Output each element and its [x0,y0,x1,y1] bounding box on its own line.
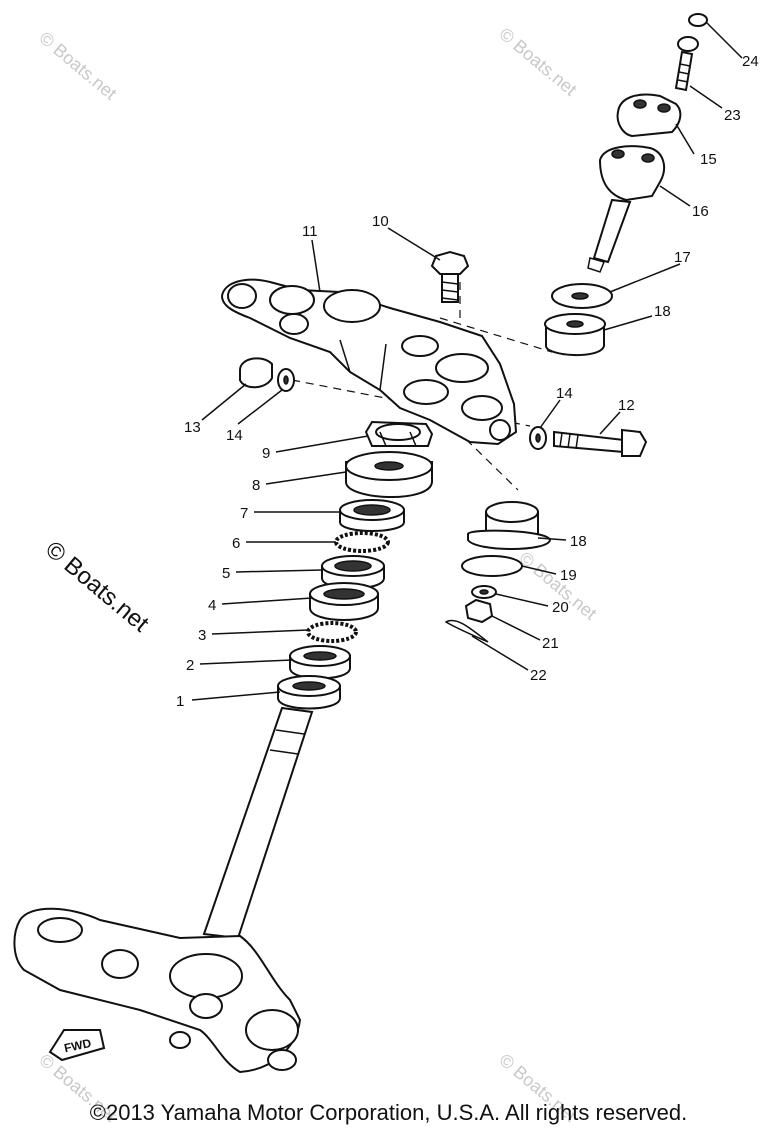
part-13-cap [239,357,273,389]
callout-23: 23 [724,107,741,124]
callout-22: 22 [530,667,547,684]
watermark-top-left: © Boats.net [35,28,120,104]
part-11-upper-bracket [220,278,518,446]
callout-18-lower: 18 [570,533,587,550]
callout-10: 10 [372,213,389,230]
part-14-washer-left [277,368,295,392]
callout-1: 1 [176,693,184,710]
callout-13: 13 [184,419,201,436]
part-22-cotter-pin [444,619,489,643]
part-6-balls [334,531,390,553]
callout-19: 19 [560,567,577,584]
copyright-notice: ©2013 Yamaha Motor Corporation, U.S.A. A… [89,1100,688,1125]
callout-9: 9 [262,445,270,462]
part-2-race [289,645,351,680]
callout-3: 3 [198,627,206,644]
leader-lines [191,21,743,701]
steering-stem [13,706,314,1074]
callout-4: 4 [208,597,216,614]
part-15-clamp [616,93,682,138]
callout-5: 5 [222,565,230,582]
callout-2: 2 [186,657,194,674]
part-7-race [339,499,405,532]
fwd-label: FWD [63,1036,93,1055]
fwd-arrow: FWD [48,1029,106,1062]
part-23-bolt [674,36,699,92]
callout-18-upper: 18 [654,303,671,320]
callout-20: 20 [552,599,569,616]
watermark-top-right: © Boats.net [495,24,580,100]
callout-17: 17 [674,249,691,266]
callout-11: 11 [302,223,318,240]
part-19-washer [461,555,523,577]
callout-21: 21 [542,635,559,652]
callout-12: 12 [618,397,635,414]
part-10-bolt [430,250,470,303]
part-18-damper-lower [467,501,552,550]
callout-15: 15 [700,151,717,168]
callout-24: 24 [742,53,759,70]
callout-14-left: 14 [226,427,243,444]
part-21-nut [464,598,494,624]
part-20-washer [471,585,497,599]
part-14-washer-right [529,426,547,450]
part-1-seal [277,675,341,710]
callout-8: 8 [252,477,260,494]
part-24-cap [688,13,708,27]
part-12-bolt [553,428,648,457]
part-3-balls [306,621,358,643]
part-4-race [309,582,379,621]
callout-6: 6 [232,535,240,552]
assembly-line [439,317,553,353]
callout-labels: 1 2 3 4 5 6 7 8 9 10 11 12 13 14 14 15 1… [176,53,759,710]
part-18-damper-upper [544,313,606,357]
part-16-holder [587,145,666,273]
part-9-ring-nut [364,420,434,447]
part-8-cover [345,451,433,498]
watermark-large-left: © Boats.net [40,536,154,638]
callout-16: 16 [692,203,709,220]
callout-14-right: 14 [556,385,573,402]
callout-7: 7 [240,505,248,522]
part-17-washer [551,283,613,309]
